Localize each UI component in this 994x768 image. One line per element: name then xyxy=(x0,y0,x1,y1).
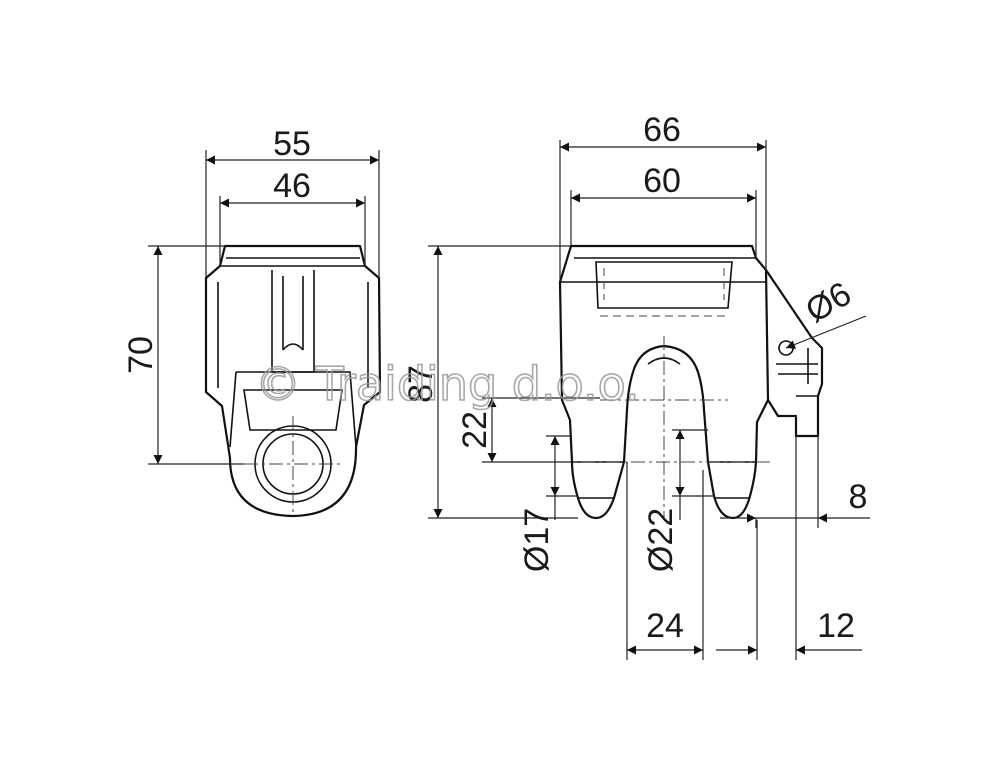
dim-side-flange-thickness: 8 xyxy=(849,478,868,516)
dim-front-overall-width: 55 xyxy=(273,125,311,163)
dim-side-pin-diameter: Ø17 xyxy=(518,508,556,572)
dim-side-flange-width: 12 xyxy=(817,607,855,645)
front-view-dimensions: 55 46 70 xyxy=(122,125,380,465)
dim-side-inner-width: 60 xyxy=(643,162,681,200)
front-view-top-rim xyxy=(220,245,365,267)
side-view-slot-arc xyxy=(647,357,681,365)
dim-side-slot-diameter: Ø22 xyxy=(642,508,680,572)
dim-side-slot-width: 24 xyxy=(646,607,684,645)
front-view-collar xyxy=(229,371,357,448)
side-view-pocket xyxy=(595,261,733,309)
side-view xyxy=(556,244,824,520)
dim-front-height: 70 xyxy=(122,336,160,374)
side-view-top-rim xyxy=(560,245,766,283)
dim-side-slot-height: 22 xyxy=(456,411,494,449)
watermark: © Traiding d.o.o. xyxy=(255,357,640,411)
front-view xyxy=(204,244,382,518)
dim-front-inner-width: 46 xyxy=(273,167,311,205)
front-view-centerlines xyxy=(244,416,342,512)
dim-side-hole-diameter: Ø6 xyxy=(799,275,857,331)
front-view-center-rib xyxy=(271,270,315,373)
side-view-centerlines xyxy=(556,336,772,518)
side-view-pocket-hidden xyxy=(600,268,730,317)
front-view-side-ribs xyxy=(217,282,369,388)
dim-side-overall-width: 66 xyxy=(643,111,681,149)
side-view-flange-details xyxy=(776,348,818,397)
front-view-body xyxy=(204,244,382,518)
dim-side-height: 87 xyxy=(402,365,440,403)
